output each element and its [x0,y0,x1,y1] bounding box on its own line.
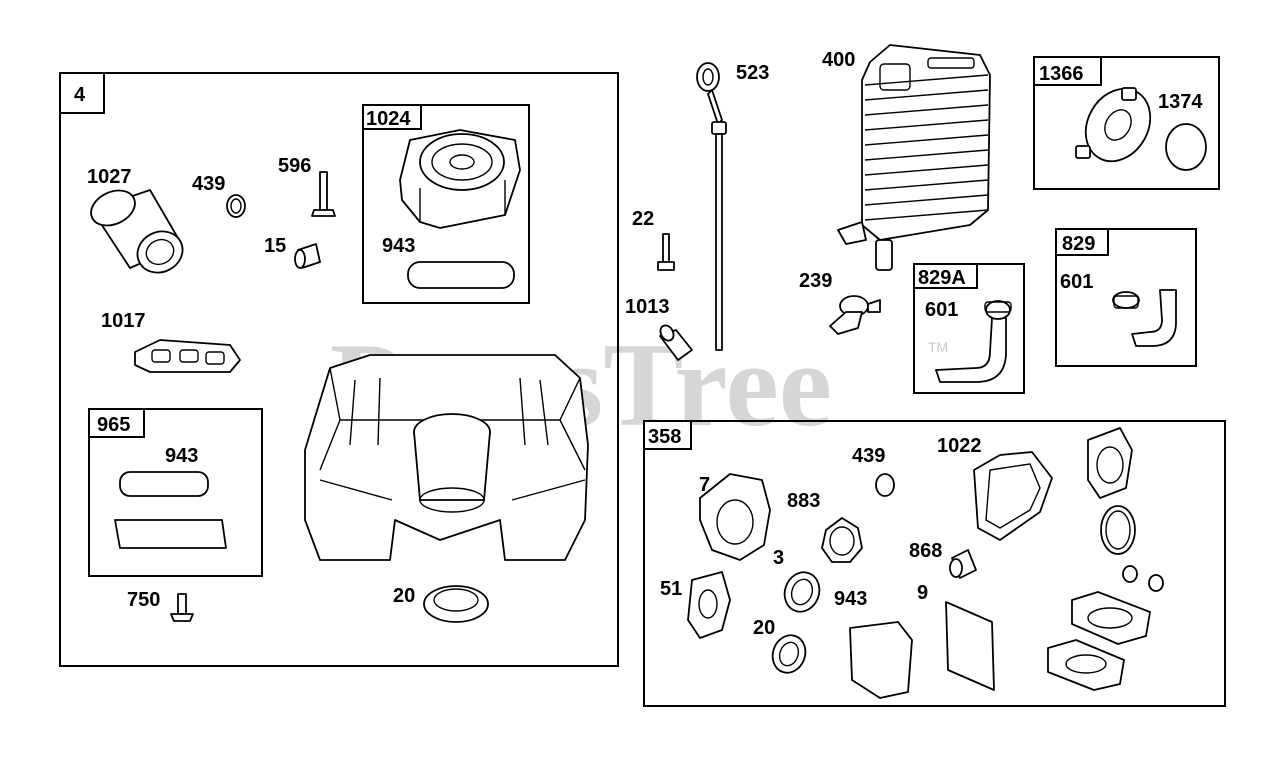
hose-829a-part[interactable] [935,300,1012,383]
part-label-15[interactable]: 15 [264,235,286,257]
dipstick-part[interactable] [696,62,727,351]
part-label-20-358[interactable]: 20 [753,617,775,639]
bushing-part[interactable] [294,243,321,269]
part-label-51[interactable]: 51 [660,578,682,600]
group-358-label: 358 [648,426,681,448]
adapter-o-ring-part[interactable] [1165,123,1207,171]
oil-cooler-part[interactable] [837,44,991,271]
group-829a-tag[interactable] [913,263,978,289]
group-829-frame [1055,228,1197,367]
part-label-239[interactable]: 239 [799,270,832,292]
gasket-943-358-part[interactable] [849,621,913,699]
oil-seal-3-part[interactable] [779,567,825,616]
oil-pump-part[interactable] [399,129,521,229]
oil-filter-part[interactable] [85,184,189,280]
cover-plate-9-part[interactable] [945,601,995,691]
group-1366-frame [1033,56,1220,190]
part-label-9[interactable]: 9 [917,582,928,604]
dipstick-tube-part[interactable] [658,323,693,361]
group-829-label: 829 [1062,233,1095,255]
hose-829-part[interactable] [1112,289,1177,347]
part-label-439[interactable]: 439 [192,173,225,195]
part-label-523[interactable]: 523 [736,62,769,84]
part-label-1027[interactable]: 1027 [87,166,132,188]
group-1366-tag[interactable] [1033,56,1102,86]
part-label-1374[interactable]: 1374 [1158,91,1203,113]
gasket-965-part[interactable] [119,471,209,497]
part-label-868[interactable]: 868 [909,540,942,562]
watermark-trademark: TM [928,339,948,355]
dipstick-bolt-part[interactable] [657,233,675,271]
part-label-943-358[interactable]: 943 [834,588,867,610]
o-ring-part[interactable] [226,194,246,218]
part-label-943-965[interactable]: 943 [165,445,198,467]
head-gasket-part[interactable] [699,473,771,561]
part-label-3[interactable]: 3 [773,547,784,569]
oil-pressure-sensor-part[interactable] [829,295,881,335]
part-label-883[interactable]: 883 [787,490,820,512]
part-label-1013[interactable]: 1013 [625,296,670,318]
group-358-frame [643,420,1226,707]
bolt-part[interactable] [311,171,336,217]
group-4-frame [59,72,619,667]
breather-gasket-part[interactable] [687,571,731,639]
group-965-label: 965 [97,414,130,436]
part-label-22[interactable]: 22 [632,208,654,230]
part-label-596[interactable]: 596 [278,155,311,177]
pump-gasket-part[interactable] [407,261,515,289]
part-label-439-358[interactable]: 439 [852,445,885,467]
group-829a-label: 829A [918,267,966,289]
part-label-20-seal[interactable]: 20 [393,585,415,607]
valve-cover-gasket-part[interactable] [821,517,863,563]
part-label-750[interactable]: 750 [127,589,160,611]
group-829-tag[interactable] [1055,228,1109,256]
group-358-tag[interactable] [643,420,692,450]
group-965-tag[interactable] [88,408,145,438]
bracket-part[interactable] [134,339,241,373]
part-label-601-829[interactable]: 601 [1060,271,1093,293]
oil-cooler-adapter-part[interactable] [1073,77,1163,173]
group-4-tag[interactable] [59,72,105,114]
part-label-400[interactable]: 400 [822,49,855,71]
group-1024-tag[interactable] [362,104,422,130]
gasket-set-part[interactable] [1047,427,1164,691]
part-label-1017[interactable]: 1017 [101,310,146,332]
o-ring-358-part[interactable] [875,473,895,497]
cover-plate-part[interactable] [114,519,227,549]
group-965-frame [88,408,263,577]
screw-part[interactable] [170,593,194,622]
crankcase-sump-part[interactable] [304,354,589,561]
seal-part[interactable] [423,585,489,623]
part-label-601-829a[interactable]: 601 [925,299,958,321]
part-label-943-pump[interactable]: 943 [382,235,415,257]
group-1024-label: 1024 [366,108,411,130]
part-label-1022[interactable]: 1022 [937,435,982,457]
group-4-label: 4 [74,84,86,106]
part-label-7[interactable]: 7 [699,474,710,496]
group-1024-frame [362,104,530,304]
oil-seal-20-part[interactable] [767,631,810,678]
cylinder-head-gasket-part[interactable] [973,451,1053,541]
guide-bushing-part[interactable] [949,549,977,579]
group-1366-label: 1366 [1039,63,1084,85]
